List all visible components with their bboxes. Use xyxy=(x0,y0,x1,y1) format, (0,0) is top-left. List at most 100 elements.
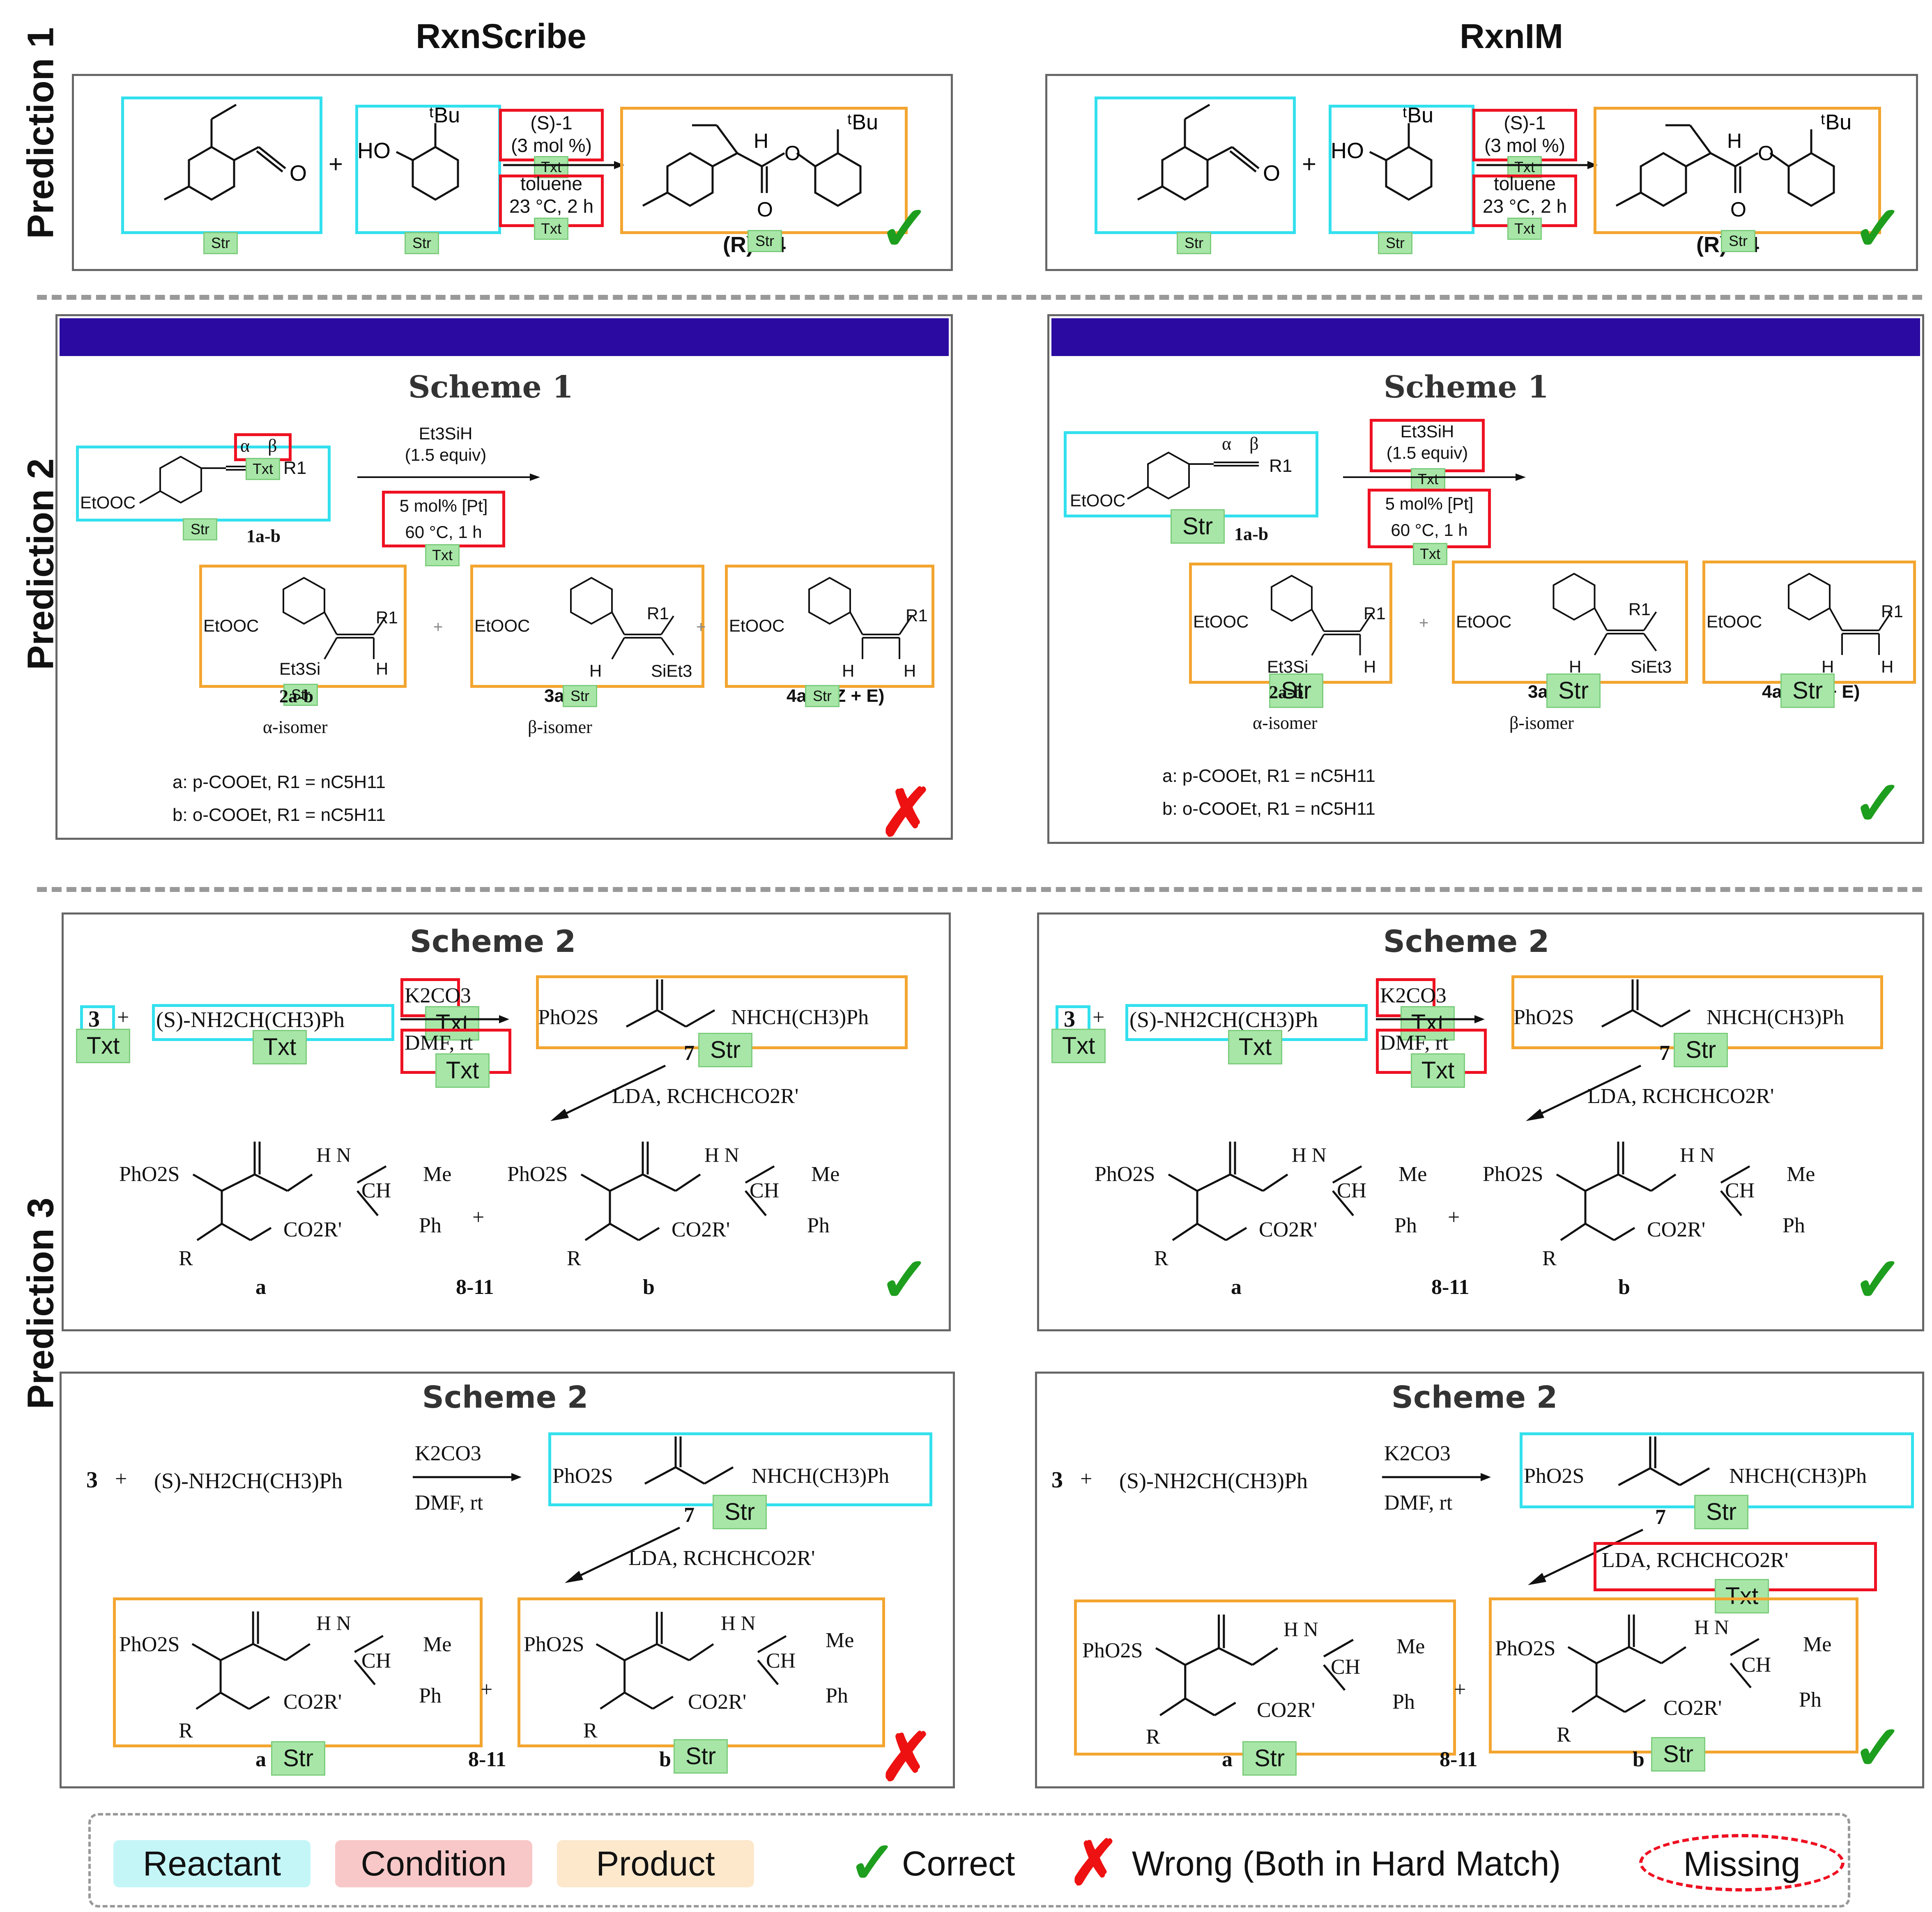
reaction-arrow xyxy=(1528,1528,1644,1585)
ph-label: Ph xyxy=(1782,1214,1805,1237)
condition-text-top: (S)-1(3 mol %) xyxy=(511,112,592,156)
h-label: H xyxy=(1569,657,1582,676)
ketene-structure: O xyxy=(163,103,307,201)
me-label: Me xyxy=(1396,1635,1425,1658)
label-b: b xyxy=(1618,1275,1630,1299)
svg-text:HO: HO xyxy=(357,138,391,163)
product-a-structure xyxy=(1168,1142,1362,1241)
k2co3-label: K2CO3 xyxy=(1384,1442,1451,1465)
amine-label: (S)-NH2CH(CH3)Ph xyxy=(154,1468,343,1493)
str-tag: Str xyxy=(563,685,597,707)
et3si-label: Et3Si xyxy=(1267,657,1309,676)
phso2s-label: PhO2S xyxy=(1082,1639,1143,1662)
condition-text-top: (S)-1(3 mol %) xyxy=(1484,112,1565,156)
ch-label: CH xyxy=(361,1179,391,1202)
phso2s-label: PhO2S xyxy=(507,1163,568,1186)
p2-label: 2a-b xyxy=(279,686,314,706)
k2co3-label: K2CO3 xyxy=(415,1442,481,1465)
dmf-label: DMF, rt xyxy=(415,1491,483,1514)
amine-label: (S)-NH2CH(CH3)Ph xyxy=(156,1007,345,1032)
range-label: 8-11 xyxy=(468,1748,506,1771)
divider-2 xyxy=(37,887,1922,892)
legend-correct: Correct xyxy=(902,1844,1015,1883)
svg-text:ᵗBu: ᵗBu xyxy=(847,110,878,134)
r-label: R xyxy=(583,1719,598,1742)
correct-check-icon: ✓ xyxy=(1852,1245,1904,1314)
sm-number: 3 xyxy=(1064,1007,1075,1032)
wrong-cross-icon: ✗ xyxy=(879,1720,934,1794)
scheme-title: Scheme 1 xyxy=(408,370,573,405)
label-b: b xyxy=(1633,1748,1644,1771)
me-label: Me xyxy=(826,1629,854,1652)
nhch-label: NHCH(CH3)Ph xyxy=(1707,1006,1845,1029)
txt-tag: Txt xyxy=(76,1029,130,1063)
lda-label: LDA, RCHCHCO2R' xyxy=(1602,1549,1789,1572)
r-label: R xyxy=(567,1247,581,1270)
r-label: R xyxy=(1557,1723,1571,1747)
svg-text:O: O xyxy=(1730,198,1746,221)
product-b-structure xyxy=(1556,1142,1750,1241)
intermediate-structure xyxy=(644,1436,734,1485)
svg-text:O: O xyxy=(290,161,307,186)
product-a-structure xyxy=(191,1611,384,1710)
me-label: Me xyxy=(423,1163,452,1186)
plus-sign: + xyxy=(1419,614,1429,632)
correct-check-icon: ✓ xyxy=(879,194,931,263)
intermediate-number: 7 xyxy=(684,1503,695,1527)
r-label: R xyxy=(179,1719,193,1742)
h-label: H xyxy=(1364,657,1376,676)
intermediate-number: 7 xyxy=(1655,1505,1666,1529)
ester-label: EtOOC xyxy=(80,493,136,512)
phenol-structure: HO ᵗBu xyxy=(1331,103,1433,201)
nhch-label: NHCH(CH3)Ph xyxy=(1729,1464,1867,1488)
nhch-label: NHCH(CH3)Ph xyxy=(731,1006,869,1029)
siet3-label: SiEt3 xyxy=(651,661,692,680)
co2r-label: CO2R' xyxy=(1259,1218,1318,1241)
nhch-label: NHCH(CH3)Ph xyxy=(752,1464,890,1488)
txt-tag: Txt xyxy=(1715,1579,1769,1613)
k2co3-label: K2CO3 xyxy=(405,984,471,1007)
txt-tag: Txt xyxy=(1507,218,1542,240)
svg-text:O: O xyxy=(1263,161,1280,186)
svg-text:H: H xyxy=(1727,129,1742,152)
r1-label: R1 xyxy=(1881,602,1903,621)
amine-label: (S)-NH2CH(CH3)Ph xyxy=(1119,1468,1308,1493)
phso2-label: PhO2S xyxy=(552,1464,613,1488)
wrong-cross-icon: ✗ xyxy=(879,776,934,849)
str-tag: Str xyxy=(1721,230,1755,252)
r1-label: R1 xyxy=(376,608,398,627)
panel-pred3b-right xyxy=(1035,1372,1924,1788)
ph-label: Ph xyxy=(1394,1214,1417,1237)
str-tag: Str xyxy=(748,230,782,252)
r-label: R xyxy=(1146,1725,1160,1749)
reaction-arrow xyxy=(565,1526,681,1583)
ch-label: CH xyxy=(1725,1179,1755,1202)
divider-1 xyxy=(37,295,1922,300)
phso2s-label: PhO2S xyxy=(119,1163,180,1186)
product-3-structure xyxy=(1552,572,1657,655)
nh-label: H N xyxy=(1292,1143,1327,1166)
co2r-label: CO2R' xyxy=(283,1690,342,1714)
intermediate-structure xyxy=(626,979,715,1028)
r-label: R xyxy=(1154,1247,1168,1270)
phso2s-label: PhO2S xyxy=(1483,1163,1543,1186)
ph-label: Ph xyxy=(419,1684,442,1707)
reaction-arrow xyxy=(357,473,540,481)
plus-sign: + xyxy=(696,618,706,636)
str-tag: Str xyxy=(1269,673,1323,708)
product-a-structure xyxy=(192,1142,387,1241)
svg-text:O: O xyxy=(784,142,800,165)
svg-text:ᵗBu: ᵗBu xyxy=(429,103,460,127)
correct-check-icon: ✓ xyxy=(1852,1713,1904,1782)
ch-label: CH xyxy=(1337,1179,1367,1202)
product-a-structure xyxy=(1155,1614,1354,1717)
txt-tag: Txt xyxy=(1413,543,1447,565)
p3-subtitle: β-isomer xyxy=(1509,713,1574,733)
alpha-label: α β xyxy=(1222,434,1259,454)
catalyst-text: 5 mol% [Pt]60 °C, 1 h xyxy=(399,496,488,542)
k2co3-label: K2CO3 xyxy=(1380,984,1447,1007)
catalyst-text: 5 mol% [Pt]60 °C, 1 h xyxy=(1385,494,1474,540)
legend-check-icon: ✓ xyxy=(849,1830,897,1895)
p2-label: 2a-b xyxy=(1269,682,1304,702)
